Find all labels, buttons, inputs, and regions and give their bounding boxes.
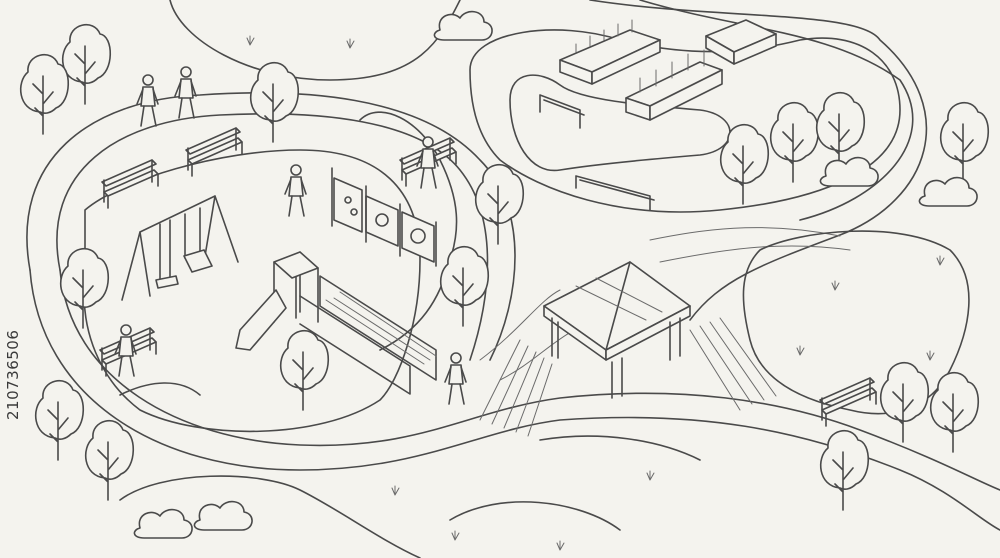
- benches: [99, 94, 877, 427]
- bush-icon: [193, 500, 253, 531]
- trees: [19, 23, 990, 511]
- tree-icon: [61, 23, 112, 105]
- person-icon: [174, 66, 197, 119]
- slide-icon: [235, 251, 437, 395]
- tree-icon: [929, 371, 980, 453]
- person-icon: [444, 352, 467, 405]
- bush-icon: [433, 10, 493, 41]
- person-icon: [284, 164, 307, 217]
- bench-icon: [101, 159, 159, 209]
- tree-icon: [939, 101, 990, 183]
- swing-set-icon: [121, 195, 239, 301]
- tree-icon: [84, 419, 135, 501]
- person-icon: [136, 74, 159, 127]
- tree-icon: [439, 245, 490, 327]
- stock-id: 210736506: [4, 329, 22, 421]
- person-icon: [114, 324, 137, 377]
- bush-icon: [918, 176, 978, 207]
- tree-icon: [719, 123, 770, 205]
- bush-icon: [133, 508, 193, 539]
- tree-icon: [474, 163, 525, 245]
- tree-icon: [769, 101, 820, 183]
- bush-icon: [819, 156, 879, 187]
- garden-beds: [559, 19, 777, 211]
- tree-icon: [249, 61, 300, 143]
- tree-icon: [879, 361, 930, 443]
- bench-icon: [539, 94, 585, 129]
- bench-icon: [185, 127, 243, 177]
- tree-icon: [279, 329, 330, 411]
- gazebo-icon: [543, 261, 691, 399]
- tree-icon: [819, 429, 870, 511]
- activity-panels: [331, 167, 437, 267]
- tree-icon: [59, 247, 110, 329]
- tree-icon: [19, 53, 70, 135]
- tree-icon: [34, 379, 85, 461]
- walking-path: [26, 0, 1000, 531]
